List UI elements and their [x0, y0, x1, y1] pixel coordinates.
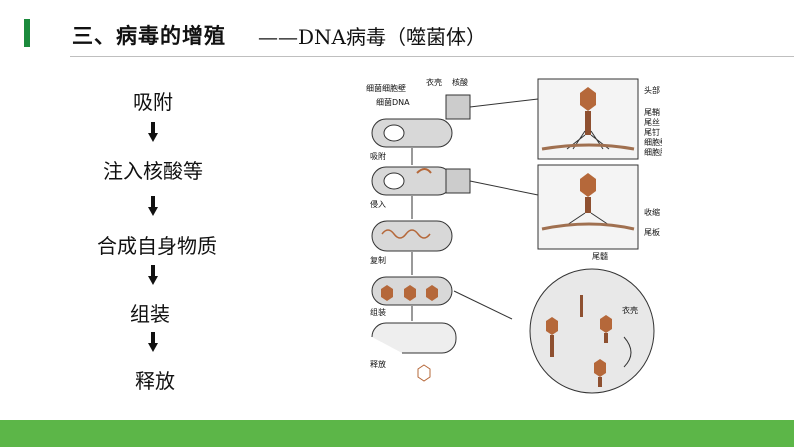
bottom-accent-bar: [0, 420, 794, 447]
bacterium-stage-4: [371, 276, 453, 306]
label-stage-release: 释放: [370, 359, 386, 369]
label-contract: 收缩: [644, 207, 660, 217]
label-capsid: 衣壳: [426, 77, 442, 87]
step-inject: 注入核酸等: [103, 159, 203, 183]
label-membrane: 细胞膜: [644, 147, 662, 157]
step-flow: 吸附 注入核酸等 合成自身物质 组装 释放: [0, 0, 300, 420]
arrow-down-icon: [148, 332, 158, 352]
arrow-down-icon: [148, 122, 158, 142]
step-synthesis: 合成自身物质: [97, 234, 217, 258]
label-stage-replicate: 复制: [370, 255, 386, 265]
label-bacterial-dna: 细菌DNA: [376, 97, 410, 107]
slide-subtitle: ——DNA病毒（噬菌体）: [258, 25, 486, 49]
right-figure-labels: 头部 尾鞘 尾丝 尾钉 细胞壁 细胞膜 尾部 收缩 尾板 尾髓: [592, 85, 662, 261]
step-assembly: 组装: [130, 302, 170, 326]
label-cell-wall: 细菌细胞壁: [366, 83, 406, 93]
label-core: 尾髓: [592, 251, 608, 261]
arrow-down-icon: [148, 265, 158, 285]
bacterium-stage-1: [371, 118, 453, 148]
phage-replication-figure: 细菌细胞壁 细菌DNA 衣壳 核酸 吸附 侵入 复制 组装 释放 头部 尾鞘 尾…: [362, 69, 662, 399]
label-stage-invade: 侵入: [370, 199, 386, 209]
bacterium-stage-3: [371, 220, 453, 252]
assembly-circle: 衣壳: [453, 268, 655, 394]
label-capsid-circle: 衣壳: [622, 305, 638, 315]
zoom-box-2: [445, 164, 639, 250]
label-cell-wall-right: 细胞壁: [644, 137, 662, 147]
title-divider: [70, 56, 794, 57]
step-release: 释放: [135, 369, 175, 393]
label-head: 头部: [644, 85, 660, 95]
label-stage-adsorb: 吸附: [370, 151, 386, 161]
bacterium-stage-2: [371, 166, 453, 196]
step-adsorption: 吸附: [133, 90, 173, 114]
left-figure-labels: 细菌细胞壁 细菌DNA 衣壳 核酸 吸附 侵入 复制 组装 释放: [366, 77, 468, 369]
slide-title: 三、病毒的增殖: [72, 24, 226, 48]
label-plate: 尾板: [644, 227, 660, 237]
zoom-box-1: [445, 78, 639, 160]
label-sheath: 尾鞘: [644, 107, 660, 117]
title-accent-bar: [24, 19, 30, 47]
label-nucleic-acid: 核酸: [452, 77, 468, 87]
label-stage-assemble: 组装: [370, 307, 386, 317]
arrow-down-icon: [148, 196, 158, 216]
bacterium-stage-5: [371, 322, 457, 382]
label-fiber: 尾丝: [644, 117, 660, 127]
label-pin: 尾钉: [644, 127, 660, 137]
